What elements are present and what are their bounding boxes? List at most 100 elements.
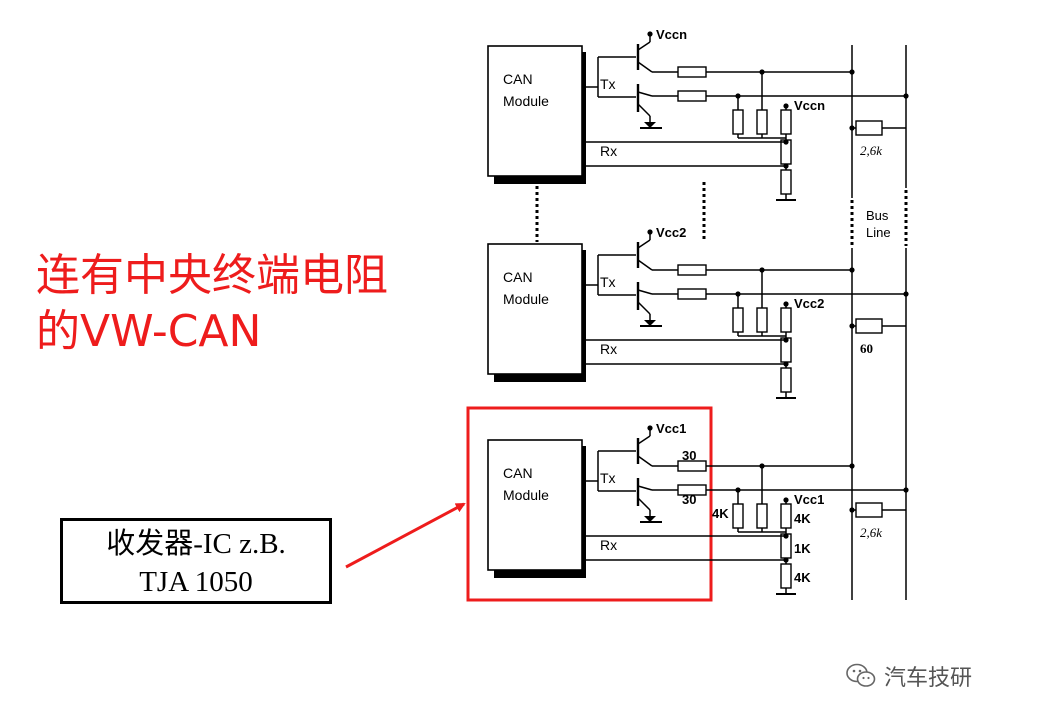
rx-label: Rx xyxy=(600,143,617,159)
resistor xyxy=(780,169,792,195)
junction-dot xyxy=(783,337,789,343)
termination-value: 2,6k xyxy=(860,143,882,158)
junction-dot xyxy=(647,31,653,37)
transceiver-label-line2: TJA 1050 xyxy=(139,566,253,598)
watermark: 汽车技研 xyxy=(846,660,972,692)
resistor xyxy=(732,307,744,333)
resistor xyxy=(677,264,707,276)
page-title-line-2: 的VW-CAN xyxy=(36,306,262,357)
bus-label-line1: Bus xyxy=(866,208,889,223)
module-label-line2: Module xyxy=(503,93,549,109)
junction-dot xyxy=(783,361,789,367)
resistor xyxy=(756,307,768,333)
resistor xyxy=(677,66,707,78)
termination-value: 2,6k xyxy=(860,525,882,540)
wire xyxy=(637,239,651,249)
junction-dot xyxy=(647,425,653,431)
emitter-arrow xyxy=(644,320,656,326)
junction-dot xyxy=(849,267,855,273)
bus-lines xyxy=(850,45,908,600)
emitter-arrow xyxy=(644,516,656,522)
tx-label: Tx xyxy=(600,470,616,486)
junction-dot xyxy=(849,463,855,469)
divider-value-1: 4K xyxy=(794,511,811,526)
vcc-mid-label: Vccn xyxy=(794,98,825,113)
can-module-box xyxy=(487,439,583,571)
termination-resistor xyxy=(855,502,883,518)
bus-label-line2: Line xyxy=(866,225,891,240)
junction-dot xyxy=(903,487,909,493)
resistor xyxy=(780,563,792,589)
tx-resistor-value: 30 xyxy=(682,448,696,463)
resistor xyxy=(756,109,768,135)
can-module-box xyxy=(487,45,583,177)
module-label-line2: Module xyxy=(503,487,549,503)
wechat-icon xyxy=(846,663,876,687)
module-label-line2: Module xyxy=(503,291,549,307)
junction-dot xyxy=(849,323,855,329)
highlight-arrow xyxy=(345,502,466,569)
page-title-line-1: 连有中央终端电阻 xyxy=(36,250,388,301)
module-label-line1: CAN xyxy=(503,465,533,481)
tx-label: Tx xyxy=(600,274,616,290)
tx-label: Tx xyxy=(600,76,616,92)
can-module-box xyxy=(487,243,583,375)
can-nodes: CANModuleTxRxVccnVccnCANModuleTxRxVcc2Vc… xyxy=(487,27,909,595)
wire xyxy=(637,61,653,73)
wire xyxy=(637,485,653,491)
junction-dot xyxy=(849,125,855,131)
highlight-frame xyxy=(466,406,713,602)
vcc-top-label: Vcc2 xyxy=(656,225,686,240)
junction-dot xyxy=(783,139,789,145)
bus-terminations: 2,6k 60 2,6k xyxy=(849,120,906,540)
module-label-line1: CAN xyxy=(503,269,533,285)
rx-label: Rx xyxy=(600,537,617,553)
junction-dot xyxy=(903,93,909,99)
divider-value-3: 4K xyxy=(794,570,811,585)
resistor xyxy=(677,90,707,102)
resistor xyxy=(780,109,792,135)
termination-value: 60 xyxy=(860,341,873,356)
divider-value-2: 1K xyxy=(794,541,811,556)
rx-label: Rx xyxy=(600,341,617,357)
junction-dot xyxy=(903,291,909,297)
wire xyxy=(637,91,653,97)
transceiver-label-box: 收发器-IC z.B. TJA 1050 xyxy=(60,518,332,604)
junction-dot xyxy=(849,507,855,513)
junction-dot xyxy=(783,533,789,539)
junction-dot xyxy=(647,229,653,235)
wire xyxy=(637,435,651,445)
module-label-line1: CAN xyxy=(503,71,533,87)
divider-left-value: 4K xyxy=(712,506,729,521)
wire xyxy=(637,455,653,467)
resistor xyxy=(732,109,744,135)
wire xyxy=(637,259,653,271)
vcc-mid-label: Vcc1 xyxy=(794,492,824,507)
termination-resistor xyxy=(855,120,883,136)
vcc-top-label: Vcc1 xyxy=(656,421,686,436)
resistor xyxy=(780,307,792,333)
wire xyxy=(637,41,651,51)
vcc-top-label: Vccn xyxy=(656,27,687,42)
transceiver-label-line1: 收发器-IC z.B. xyxy=(106,528,286,560)
junction-dot xyxy=(783,557,789,563)
resistor xyxy=(780,503,792,529)
resistor xyxy=(732,503,744,529)
termination-resistor xyxy=(855,318,883,334)
wire xyxy=(637,301,651,315)
resistor xyxy=(756,503,768,529)
rx-resistor-value: 30 xyxy=(682,492,696,507)
resistor xyxy=(677,288,707,300)
emitter-arrow xyxy=(644,122,656,128)
wire xyxy=(637,103,651,117)
wire xyxy=(637,289,653,295)
watermark-text: 汽车技研 xyxy=(884,666,973,691)
junction-dot xyxy=(783,163,789,169)
wire xyxy=(637,497,651,511)
resistor xyxy=(780,367,792,393)
vcc-mid-label: Vcc2 xyxy=(794,296,824,311)
